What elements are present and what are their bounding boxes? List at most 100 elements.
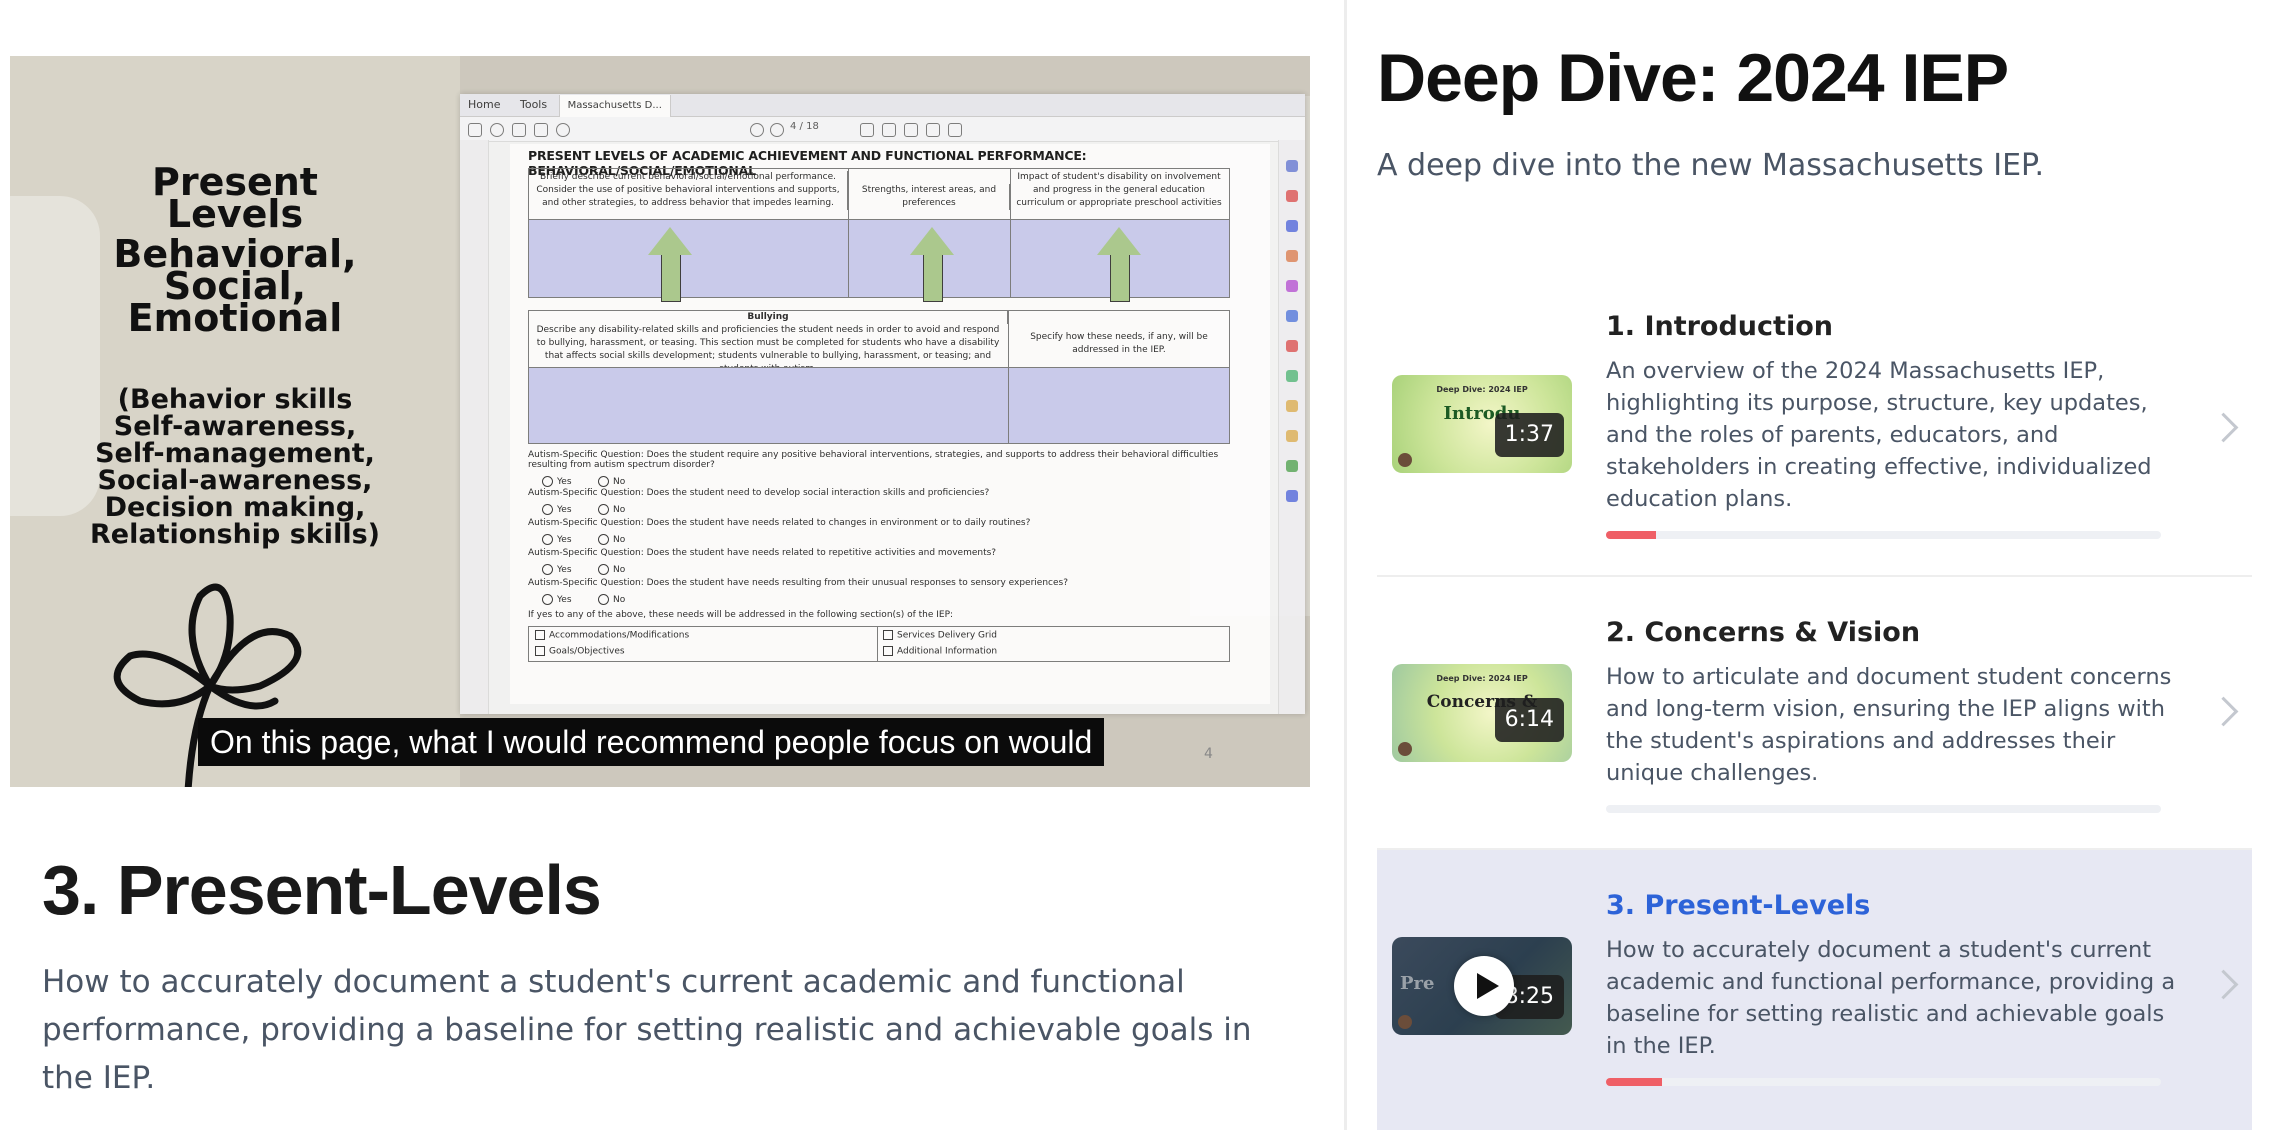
- main-content: Present Levels Behavioral, Social, Emoti…: [10, 56, 1310, 1096]
- pdf-tab-home[interactable]: Home: [468, 98, 501, 111]
- chevron-right-icon: [2208, 696, 2239, 727]
- lesson-description: How to articulate and document student c…: [1606, 664, 2172, 786]
- pdf-tab-tools[interactable]: Tools: [519, 98, 548, 111]
- upload-icon[interactable]: [512, 123, 526, 137]
- lesson-thumbnail: Deep Dive: 2024 IEP Introdu 1:37: [1392, 375, 1572, 473]
- radio-yes[interactable]: Yes: [542, 504, 572, 515]
- stamp-icon[interactable]: [926, 123, 940, 137]
- presenter-avatar: [1398, 1015, 1412, 1029]
- highlight-icon[interactable]: [904, 123, 918, 137]
- autism-question-5: Autism-Specific Question: Does the stude…: [528, 578, 1068, 588]
- lesson-thumbnail: Deep Dive: 2024 IEP Concerns & 6:14: [1392, 664, 1572, 762]
- bullying-fill-area: [529, 367, 1229, 443]
- course-sidebar: Deep Dive: 2024 IEP A deep dive into the…: [1347, 0, 2278, 1130]
- radio-no[interactable]: No: [598, 564, 625, 575]
- lesson-description: How to accurately document a student's c…: [1606, 937, 2176, 1059]
- chevron-right-icon: [2208, 412, 2239, 443]
- table-header-performance: Briefly describe current behavioral/soci…: [529, 171, 848, 210]
- if-yes-note: If yes to any of the above, these needs …: [528, 610, 954, 620]
- lesson-title: 1. Introduction: [1606, 311, 1833, 342]
- lesson-progress-bar: [1606, 1078, 2161, 1086]
- save-icon[interactable]: [468, 123, 482, 137]
- sections-checklist: Accommodations/Modifications Services De…: [528, 626, 1230, 662]
- pdf-right-rail: [1278, 140, 1305, 714]
- duration-badge: 6:14: [1494, 698, 1564, 742]
- lesson-item-introduction[interactable]: Deep Dive: 2024 IEP Introdu 1:37 1. Intr…: [1377, 275, 2252, 577]
- checkbox-services[interactable]: Services Delivery Grid: [883, 630, 997, 641]
- lesson-description: An overview of the 2024 Massachusetts IE…: [1606, 358, 2152, 512]
- autism-question-3: Autism-Specific Question: Does the stude…: [528, 518, 1031, 528]
- lesson-item-concerns-vision[interactable]: Deep Dive: 2024 IEP Concerns & 6:14 2. C…: [1377, 577, 2252, 850]
- pdf-tab-document[interactable]: Massachusetts D...: [558, 95, 671, 117]
- play-icon[interactable]: [1454, 956, 1514, 1016]
- pdf-toolbar: 4 / 18: [460, 117, 1305, 142]
- bullying-needs-header: Specify how these needs, if any, will be…: [1030, 332, 1208, 355]
- present-levels-table: Briefly describe current behavioral/soci…: [528, 168, 1230, 302]
- radio-yes[interactable]: Yes: [542, 476, 572, 487]
- slide-panel: [10, 56, 460, 787]
- radio-no[interactable]: No: [598, 504, 625, 515]
- checkbox-accommodations[interactable]: Accommodations/Modifications: [535, 630, 689, 641]
- page-up-icon[interactable]: [750, 123, 764, 137]
- pdf-viewer: Home Tools Massachusetts D... 4 / 18: [460, 94, 1305, 714]
- pen-icon[interactable]: [882, 123, 896, 137]
- export-pdf-icon[interactable]: [1286, 190, 1298, 202]
- page-indicator: 4 / 18: [790, 121, 819, 132]
- combine-icon[interactable]: [1286, 340, 1298, 352]
- print-icon[interactable]: [534, 123, 548, 137]
- lesson-title: 3. Present-Levels: [1606, 890, 1871, 921]
- comment-icon[interactable]: [860, 123, 874, 137]
- checkbox-additional[interactable]: Additional Information: [883, 646, 997, 657]
- zoom-tool-icon[interactable]: [1286, 160, 1298, 172]
- duration-badge: 1:37: [1494, 413, 1564, 457]
- checkbox-goals[interactable]: Goals/Objectives: [535, 646, 625, 657]
- autism-question-1: Autism-Specific Question: Does the stude…: [528, 450, 1219, 470]
- review-icon[interactable]: [1286, 400, 1298, 412]
- lesson-item-present-levels[interactable]: Pre 8:25 3. Present-Levels How to accura…: [1377, 850, 2252, 1130]
- autism-question-2: Autism-Specific Question: Does the stude…: [528, 488, 990, 498]
- radio-yes[interactable]: Yes: [542, 594, 572, 605]
- pdf-page: PRESENT LEVELS OF ACADEMIC ACHIEVEMENT A…: [510, 144, 1270, 704]
- page-down-icon[interactable]: [770, 123, 784, 137]
- print-tool-icon[interactable]: [1286, 460, 1298, 472]
- zoom-icon[interactable]: [556, 123, 570, 137]
- radio-no[interactable]: No: [598, 534, 625, 545]
- lesson-progress-bar: [1606, 805, 2161, 813]
- lesson-title: 2. Concerns & Vision: [1606, 617, 1921, 648]
- sign-icon[interactable]: [1286, 280, 1298, 292]
- fill-icon[interactable]: [1286, 310, 1298, 322]
- bullying-title: Bullying: [529, 311, 1008, 324]
- note-icon[interactable]: [1286, 430, 1298, 442]
- lesson-description: How to accurately document a student's c…: [42, 964, 1252, 1096]
- panel-divider: [1344, 0, 1347, 1130]
- video-caption: On this page, what I would recommend peo…: [198, 718, 1105, 766]
- lesson-progress-bar: [1606, 531, 2161, 539]
- slide-subtitle: (Behavior skills Self-awareness, Self-ma…: [90, 384, 380, 550]
- flower-drawing: [113, 583, 302, 787]
- slide-title: Present Levels Behavioral, Social, Emoti…: [113, 160, 357, 340]
- autism-question-4: Autism-Specific Question: Does the stude…: [528, 548, 997, 558]
- progress-fill: [1606, 1078, 1662, 1086]
- course-subtitle: A deep dive into the new Massachusetts I…: [1377, 148, 2045, 183]
- pdf-tab-bar: Home Tools Massachusetts D...: [460, 94, 1305, 117]
- pdf-left-rail: [460, 140, 489, 714]
- table-header-strengths: Strengths, interest areas, and preferenc…: [849, 184, 1010, 210]
- bullying-table: Bullying Describe any disability-related…: [528, 310, 1230, 444]
- background-lamp: [10, 196, 100, 516]
- course-title: Deep Dive: 2024 IEP: [1377, 40, 2009, 116]
- video-player[interactable]: Present Levels Behavioral, Social, Emoti…: [10, 56, 1310, 787]
- protect-icon[interactable]: [1286, 490, 1298, 502]
- slide-page-number: 4: [1204, 746, 1213, 762]
- scan-icon[interactable]: [1286, 370, 1298, 382]
- radio-yes[interactable]: Yes: [542, 564, 572, 575]
- lesson-thumbnail: Pre 8:25: [1392, 937, 1572, 1035]
- lesson-title: 3. Present-Levels: [42, 851, 602, 929]
- star-icon[interactable]: [490, 123, 504, 137]
- radio-yes[interactable]: Yes: [542, 534, 572, 545]
- organize-icon[interactable]: [1286, 250, 1298, 262]
- radio-no[interactable]: No: [598, 476, 625, 487]
- edit-pdf-icon[interactable]: [1286, 220, 1298, 232]
- delete-icon[interactable]: [948, 123, 962, 137]
- radio-no[interactable]: No: [598, 594, 625, 605]
- chevron-right-icon: [2208, 969, 2239, 1000]
